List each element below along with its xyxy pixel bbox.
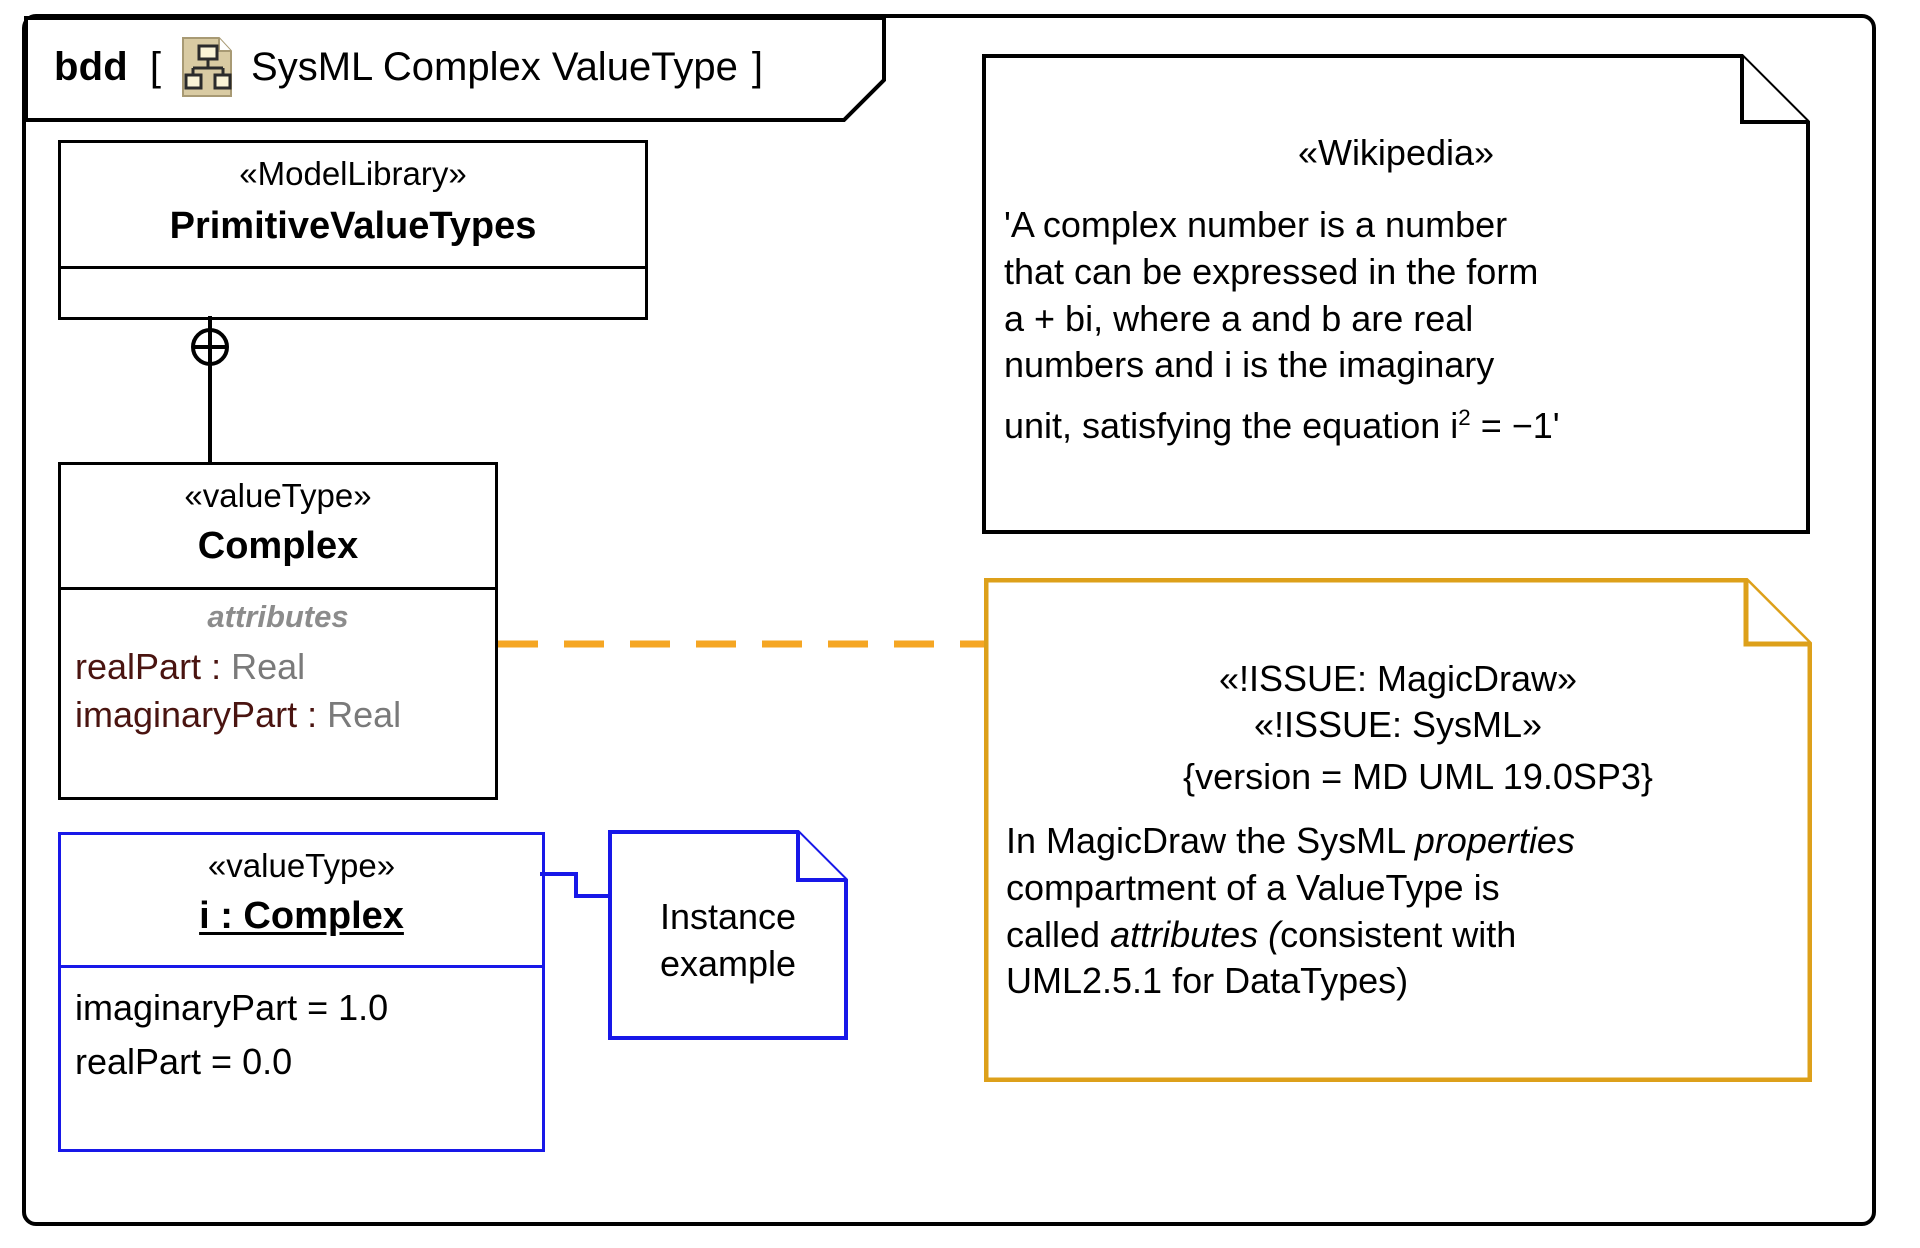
note-wikipedia[interactable]: «Wikipedia» 'A complex number is a numbe…: [982, 54, 1810, 534]
library-empty-compartment: [61, 269, 645, 319]
wikipedia-equation-exponent: 2: [1458, 405, 1471, 431]
attribute-row[interactable]: realPart : Real: [75, 645, 305, 689]
bracket-open: [: [149, 44, 162, 89]
issue-emphasis-attributes: attributes (: [1110, 913, 1281, 955]
complex-compartment-divider: [61, 587, 495, 590]
instance-stereotype: «valueType»: [207, 847, 396, 884]
issue-body-line-4: UML2.5.1 for DataTypes): [1006, 960, 1409, 1002]
block-complex[interactable]: «valueType» Complex attributes realPart …: [58, 462, 498, 800]
attribute-row[interactable]: imaginaryPart : Real: [75, 693, 401, 737]
issue-body-text-3b: consistent with: [1280, 913, 1517, 955]
complex-stereotype: «valueType»: [184, 477, 372, 514]
slot-row[interactable]: realPart = 0.0: [75, 1041, 293, 1082]
issue-body-line-2: compartment of a ValueType is: [1006, 866, 1500, 908]
note-instance-example[interactable]: Instance example: [608, 830, 848, 1040]
attribute-type: Real: [327, 694, 402, 735]
diagram-kind-label: bdd: [54, 44, 128, 89]
block-primitive-value-types[interactable]: «ModelLibrary» PrimitiveValueTypes: [58, 140, 648, 320]
wikipedia-equation-prefix: unit, satisfying the equation i: [1004, 405, 1459, 447]
library-compartment-divider: [61, 266, 645, 269]
attribute-colon: :: [297, 694, 328, 735]
issue-body-line-1: In MagicDraw the SysML properties: [1006, 818, 1796, 865]
block-instance-i-complex[interactable]: «valueType» i : Complex imaginaryPart = …: [58, 832, 545, 1152]
issue-body-text-3: called: [1006, 913, 1111, 955]
attribute-type: Real: [231, 646, 306, 687]
issue-stereotype-sysml: «!ISSUE: SysML»: [1253, 704, 1543, 745]
attribute-colon: :: [201, 646, 232, 687]
attribute-name: imaginaryPart: [75, 694, 298, 735]
issue-version-tag: {version = MD UML 19.0SP3}: [1183, 756, 1653, 797]
issue-emphasis-properties: properties: [1414, 820, 1575, 861]
issue-body-text-1: In MagicDraw the SysML: [1006, 820, 1415, 861]
note-issue-magicdraw[interactable]: «!ISSUE: MagicDraw» «!ISSUE: SysML» {ver…: [984, 578, 1812, 1082]
instance-note-line-1: Instance: [659, 896, 797, 937]
slot-row[interactable]: imaginaryPart = 1.0: [75, 987, 389, 1028]
diagram-header: bdd [ SysML Complex ValueType ]: [24, 16, 904, 124]
issue-stereotype-magicdraw: «!ISSUE: MagicDraw»: [1218, 658, 1578, 699]
wikipedia-line-3: a + bi, where a and b are real: [1004, 297, 1474, 339]
library-stereotype: «ModelLibrary»: [239, 155, 467, 192]
library-name: PrimitiveValueTypes: [169, 205, 537, 247]
wikipedia-line-4: numbers and i is the imaginary: [1004, 344, 1495, 386]
wikipedia-line-2: that can be expressed in the form: [1004, 250, 1539, 292]
wikipedia-equation-suffix: = −1': [1470, 405, 1560, 447]
wikipedia-stereotype: «Wikipedia»: [1297, 132, 1495, 173]
wikipedia-line-1: 'A complex number is a number: [1004, 204, 1508, 245]
instance-compartment-divider: [61, 965, 542, 968]
instance-name: i : Complex: [199, 895, 404, 937]
issue-body-line-3: called attributes (consistent with: [1006, 912, 1796, 959]
instance-note-line-2: example: [659, 942, 797, 984]
bracket-close: ]: [751, 44, 764, 89]
block-definition-diagram-icon: [181, 36, 233, 98]
attribute-name: realPart: [75, 646, 202, 687]
complex-compartment-label: attributes: [207, 599, 349, 634]
complex-name: Complex: [197, 525, 359, 567]
wikipedia-equation-line: unit, satisfying the equation i2 = −1': [1004, 403, 1792, 450]
diagram-title: SysML Complex ValueType: [251, 44, 738, 89]
